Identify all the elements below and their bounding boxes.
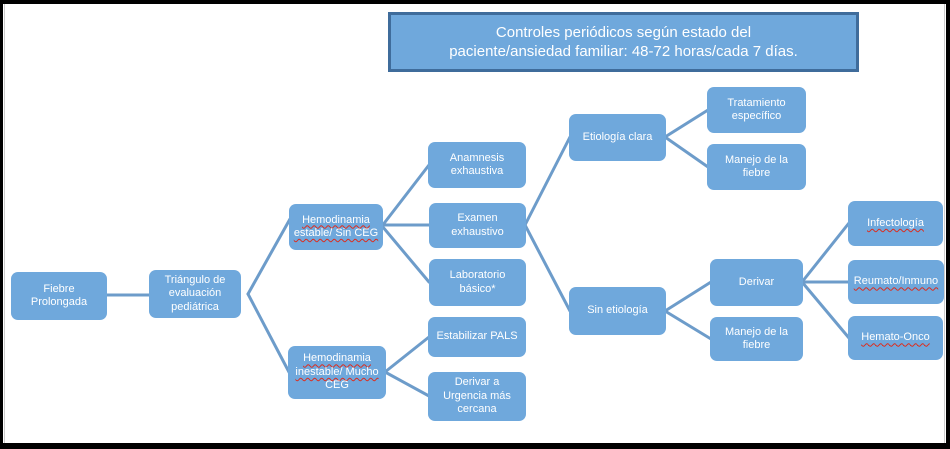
node-label-misspelled-part: Hemodinamia inestable/ Mucho xyxy=(295,352,379,378)
node-tratamiento-especifico: Tratamiento específico xyxy=(707,87,806,133)
node-label: Sin etiología xyxy=(587,304,648,317)
node-reumato-inmuno: Reumato/Inmuno xyxy=(848,260,944,304)
node-triangulo-evaluacion: Triángulo de evaluación pediátrica xyxy=(149,270,241,318)
node-fiebre-prolongada: Fiebre Prolongada xyxy=(11,272,107,320)
node-infectologia: Infectología xyxy=(848,201,943,246)
node-etiologia-clara: Etiología clara xyxy=(569,114,666,161)
node-hemodinamia-estable: Hemodinamia estable/ Sin CEG xyxy=(289,204,383,250)
node-examen-exhaustivo: Examen exhaustivo xyxy=(429,203,526,248)
node-anamnesis-exhaustiva: Anamnesis exhaustiva xyxy=(428,142,526,188)
node-label: Triángulo de evaluación pediátrica xyxy=(164,273,226,313)
node-label: Hemodinamia inestable/ Mucho CEG xyxy=(292,352,382,393)
note-line-1: Controles periódicos según estado del xyxy=(495,23,752,41)
node-derivar-urgencia: Derivar a Urgencia más cercana xyxy=(428,372,526,421)
node-label: Reumato/Inmuno xyxy=(853,275,939,288)
node-label: Examen exhaustivo xyxy=(451,212,504,238)
node-label: Derivar xyxy=(738,275,775,288)
node-label: Anamnesis exhaustiva xyxy=(449,151,505,178)
node-sin-etiologia: Sin etiología xyxy=(569,287,666,335)
node-manejo-fiebre-sin-etiologia: Manejo de la fiebre xyxy=(710,317,803,361)
node-derivar: Derivar xyxy=(710,259,803,306)
node-hemato-onco: Hemato-Onco xyxy=(848,316,943,360)
periodic-controls-note: Controles periódicos según estado del pa… xyxy=(388,12,859,72)
node-label: Fiebre Prolongada xyxy=(30,282,88,309)
node-label: Manejo de la fiebre xyxy=(725,325,788,352)
node-hemodinamia-inestable: Hemodinamia inestable/ Mucho CEG xyxy=(288,346,386,399)
node-label: Estabilizar PALS xyxy=(436,330,518,343)
node-laboratorio-basico: Laboratorio básico* xyxy=(429,259,526,306)
node-label-plain-part: CEG xyxy=(325,379,349,392)
node-label: Etiología clara xyxy=(582,130,653,143)
page-edge-left xyxy=(4,4,5,443)
node-label: Hemato-Onco xyxy=(861,331,930,344)
node-label: Derivar a Urgencia más cercana xyxy=(443,376,511,416)
node-manejo-fiebre-etiologia-clara: Manejo de la fiebre xyxy=(707,144,806,190)
node-estabilizar-pals: Estabilizar PALS xyxy=(428,317,526,357)
note-line-2: paciente/ansiedad familiar: 48-72 horas/… xyxy=(449,43,798,60)
page-edge-right xyxy=(944,4,945,443)
node-label: Infectología xyxy=(867,216,924,229)
node-label: Hemodinamia estable/ Sin CEG xyxy=(293,213,379,240)
node-label: Tratamiento específico xyxy=(727,96,786,123)
node-label: Manejo de la fiebre xyxy=(725,153,788,180)
node-label: Laboratorio básico* xyxy=(449,269,506,295)
